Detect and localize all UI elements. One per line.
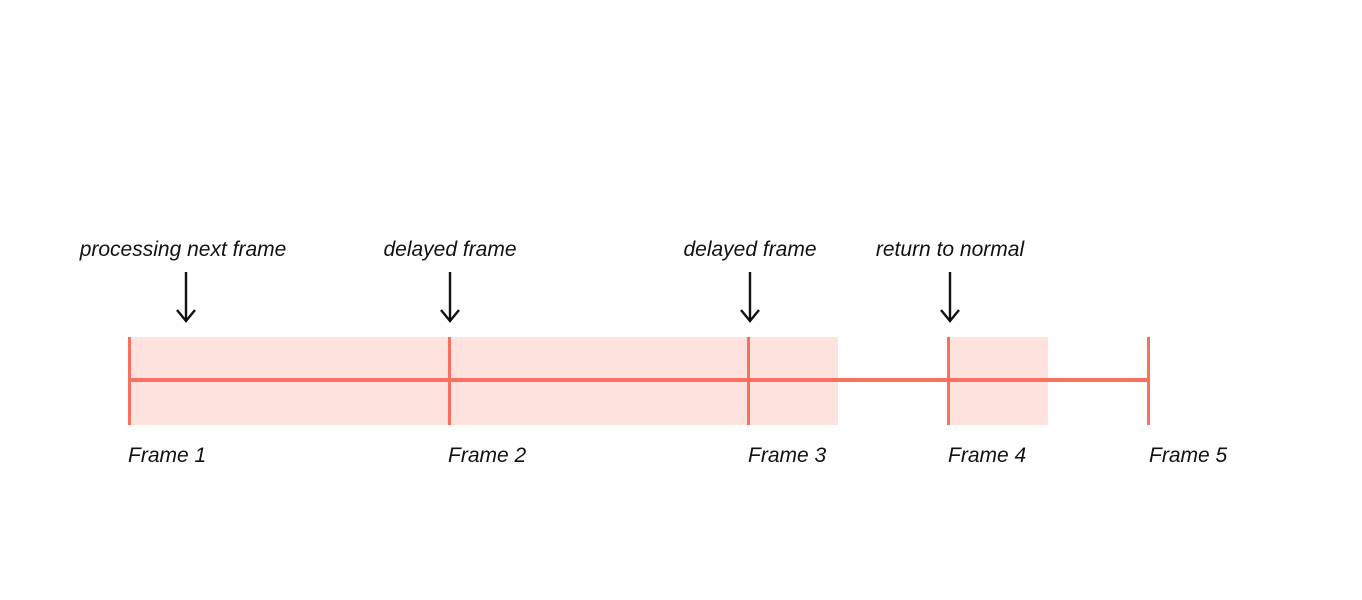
frame-5-label: Frame 5 bbox=[1149, 444, 1228, 467]
frame-2-tick bbox=[448, 337, 451, 425]
frame-3-tick bbox=[747, 337, 750, 425]
frame-1-tick bbox=[128, 337, 131, 425]
frame-3-label: Frame 3 bbox=[748, 444, 827, 467]
frame-2-label: Frame 2 bbox=[448, 444, 527, 467]
timeline-baseline bbox=[129, 378, 1150, 382]
down-arrow-icon bbox=[937, 270, 963, 326]
frame-5-tick bbox=[1147, 337, 1150, 425]
annotation-processing-next-frame: processing next frame bbox=[79, 238, 287, 261]
annotation-delayed-frame-1: delayed frame bbox=[383, 238, 517, 261]
down-arrow-icon bbox=[437, 270, 463, 326]
frame-4-tick bbox=[947, 337, 950, 425]
frame-1-label: Frame 1 bbox=[128, 444, 207, 467]
frame-4-label: Frame 4 bbox=[948, 444, 1027, 467]
annotation-delayed-frame-2: delayed frame bbox=[683, 238, 817, 261]
down-arrow-icon bbox=[173, 270, 199, 326]
annotation-return-to-normal: return to normal bbox=[875, 238, 1025, 261]
down-arrow-icon bbox=[737, 270, 763, 326]
